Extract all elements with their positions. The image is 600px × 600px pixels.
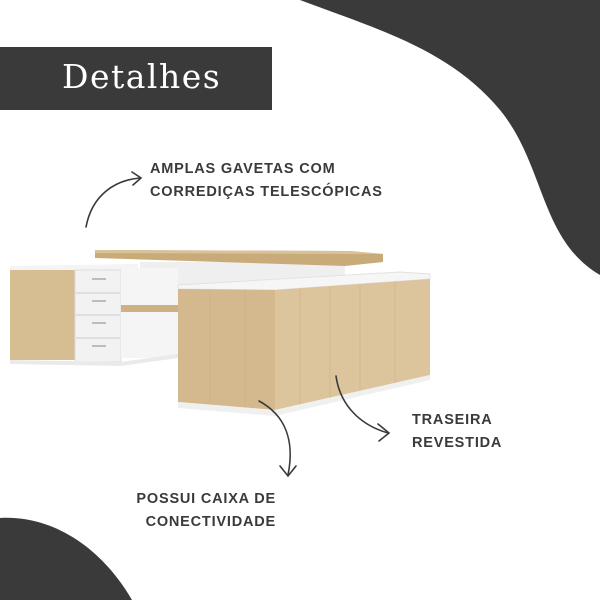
callout-line: TRASEIRA [412, 412, 493, 428]
callout-line: AMPLAS GAVETAS COM [150, 161, 336, 177]
desk-image [10, 250, 431, 416]
callout-back: TRASEIRA REVESTIDA [412, 409, 502, 455]
arrow-drawers [85, 171, 143, 228]
callout-drawers: AMPLAS GAVETAS COM CORREDIÇAS TELESCÓPIC… [150, 158, 383, 204]
callout-line: REVESTIDA [412, 435, 503, 451]
arrow-connectivity [258, 400, 297, 478]
callout-connectivity: POSSUI CAIXA DE CONECTIVIDADE [133, 488, 276, 534]
top-right-blob [300, 0, 600, 275]
arrows [85, 171, 391, 478]
page-title: Detalhes [62, 57, 222, 96]
callout-line: CORREDIÇAS TELESCÓPICAS [150, 184, 383, 200]
callout-line: POSSUI CAIXA DE [136, 491, 276, 507]
title-banner: Detalhes [0, 47, 272, 110]
arrow-back [335, 375, 391, 442]
bottom-left-blob [0, 517, 132, 600]
callout-line: CONECTIVIDADE [145, 514, 276, 530]
